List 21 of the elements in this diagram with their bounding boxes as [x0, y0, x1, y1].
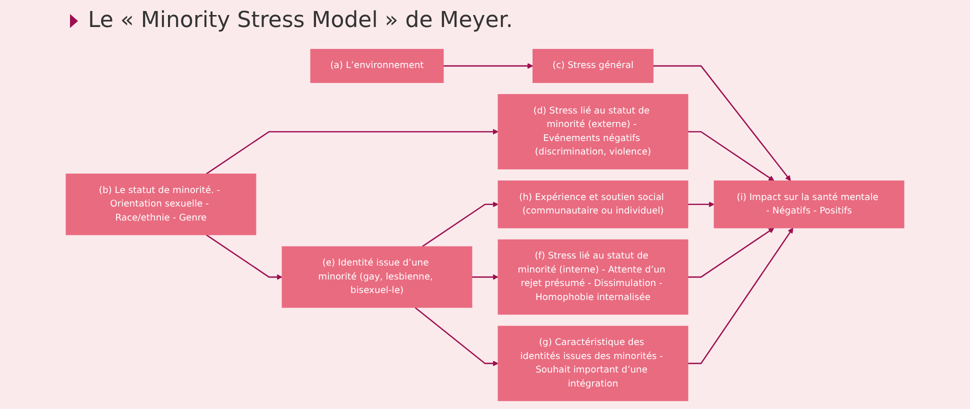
node-box: (i) Impact sur la santé mentale - Négatifs - Positifs	[714, 180, 904, 228]
node-box: (f) Stress lié au statut de minorité (interne) - Attente d’un rejet présumé - Dissimulation - Homophobie internalisée	[498, 239, 688, 315]
arrow	[688, 131, 774, 182]
node-box: (c) Stress général	[532, 48, 654, 83]
node-box: (g) Caractéristique des identités issues des minorités - Souhait important d’une intégration	[498, 326, 688, 402]
arrow	[206, 128, 498, 174]
arrow	[688, 228, 774, 278]
node-box: (d) Stress lié au statut de minorité (externe) - Evénements négatifs (discrimination, violence)	[498, 94, 688, 170]
arrow	[422, 202, 498, 248]
arrow	[688, 202, 714, 208]
node-box: (e) Identité issue d’une minorité (gay, lesbienne, bisexuel-le)	[282, 246, 472, 308]
title: Le « Minority Stress Model » de Meyer.	[88, 8, 513, 33]
arrow	[443, 63, 534, 69]
arrow	[414, 306, 498, 366]
node-box: (b) Le statut de minorité. - Orientation sexuelle - Race/ethnie - Genre	[66, 174, 256, 236]
arrow	[472, 274, 498, 280]
node-box: (h) Expérience et soutien social (communautaire ou individuel)	[498, 180, 688, 228]
arrow	[206, 234, 282, 280]
arrow	[653, 65, 791, 182]
arrow	[688, 228, 794, 364]
node-box: (a) L’environnement	[310, 48, 444, 83]
